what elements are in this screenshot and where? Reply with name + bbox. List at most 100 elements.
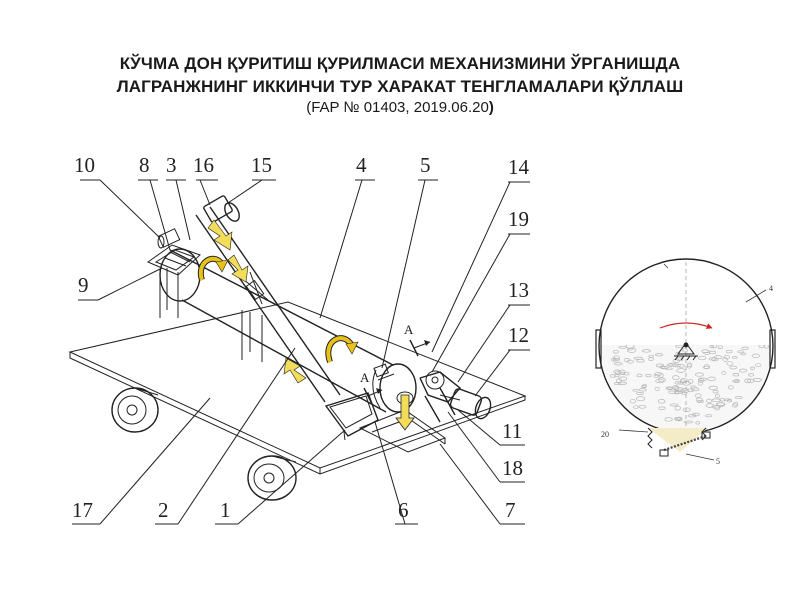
grain-particle <box>674 389 679 395</box>
grain-particle <box>659 365 666 369</box>
grain-particle <box>714 393 720 399</box>
grain-particle <box>681 348 689 353</box>
flow-arrow-icon <box>207 219 307 384</box>
title-line-2: ЛАГРАНЖНИНГ ИККИНЧИ ТУР ХАРАКАТ ТЕНГЛАМА… <box>116 77 684 96</box>
grain-particle <box>750 366 756 370</box>
grain-particle <box>732 373 740 377</box>
callout-10: 10 <box>74 153 95 177</box>
grain-particle <box>752 378 762 382</box>
grain-particle <box>733 401 739 407</box>
callout-17: 17 <box>72 498 93 522</box>
patent-paren-open: ( <box>306 99 312 116</box>
grain-particle <box>676 368 686 373</box>
grain-particle <box>737 350 745 354</box>
callout-11: 11 <box>502 419 522 443</box>
title-line-1: КЎЧМА ДОН ҚУРИТИШ ҚУРИЛМАСИ МЕХАНИЗМИНИ … <box>119 54 681 73</box>
grain-particle <box>701 349 710 354</box>
grain-particle <box>732 356 738 359</box>
callout-numbers: 10 8 3 16 15 4 5 14 19 9 13 12 11 18 17 … <box>72 153 530 522</box>
grain-particle <box>721 370 727 375</box>
spring-icon <box>647 427 653 449</box>
patent-text: FAP № 01403, 2019.06.20 <box>311 99 489 116</box>
grain-particle <box>755 363 762 368</box>
wheel-front <box>247 455 297 501</box>
grain-particle <box>654 372 662 377</box>
grain-particle <box>744 378 752 384</box>
grain-particle <box>706 398 712 404</box>
grain-particle <box>655 378 665 384</box>
grain-particle <box>665 386 674 390</box>
grain-particle <box>677 389 686 393</box>
grain-particle <box>613 362 623 366</box>
grain-particle <box>708 385 718 391</box>
grain-particle <box>690 385 697 389</box>
grain-particle <box>711 404 721 409</box>
callout-8: 8 <box>139 153 150 177</box>
callout-9: 9 <box>78 273 89 297</box>
grain-particle <box>723 398 732 402</box>
intake-hopper <box>146 244 201 276</box>
inclined-elevator <box>195 206 341 403</box>
grain-particle <box>703 351 711 355</box>
patent-paren-close: ) <box>488 99 494 116</box>
grain-particle <box>692 412 700 417</box>
grain-particle <box>666 363 674 367</box>
grain-particle <box>748 373 755 377</box>
callout-3: 3 <box>166 153 177 177</box>
grain-particle <box>717 345 724 349</box>
callout-15: 15 <box>251 153 272 177</box>
grain-particle <box>751 353 760 358</box>
section-label-spring: 20 <box>601 430 609 439</box>
grain-particle <box>729 365 738 370</box>
grain-particle <box>615 370 622 375</box>
grain-particle <box>686 362 693 368</box>
grain-particle <box>632 388 639 392</box>
grain-particle <box>641 385 647 389</box>
drive-motor <box>439 388 492 420</box>
grain-particle <box>642 349 651 353</box>
grain-particle <box>614 382 621 386</box>
grain-particle <box>657 377 666 383</box>
callout-6: 6 <box>398 498 409 522</box>
curved-arrow-icon <box>325 335 359 364</box>
grain-particle <box>612 358 620 362</box>
grain-particle <box>707 376 716 382</box>
grain-particle <box>669 403 679 407</box>
loading-hopper <box>324 392 379 441</box>
discharge-chute <box>373 363 395 381</box>
grain-particle <box>727 385 734 390</box>
section-label-pin: 5 <box>716 457 720 466</box>
grain-particle <box>674 387 684 392</box>
push-arrow-icon <box>395 394 415 431</box>
grain-particle <box>611 357 617 362</box>
grain-particle <box>645 374 652 378</box>
grain-particle <box>703 365 711 369</box>
grain-particle <box>694 393 702 398</box>
support-legs <box>159 268 263 362</box>
grain-particle <box>633 356 644 360</box>
grain-particle <box>660 366 669 370</box>
patent-reference: (FAP № 01403, 2019.06.20) <box>0 98 800 118</box>
grain-particle <box>694 372 704 377</box>
callout-1: 1 <box>220 498 231 522</box>
title-block: КЎЧМА ДОН ҚУРИТИШ ҚУРИЛМАСИ МЕХАНИЗМИНИ … <box>0 52 800 118</box>
grain-particle <box>633 405 639 410</box>
grain-particle <box>695 397 703 403</box>
grain-particle <box>636 396 646 402</box>
grain-particle <box>609 374 616 378</box>
grain-particle <box>705 414 713 418</box>
grain-particle <box>712 390 719 394</box>
grain-particle <box>763 345 770 349</box>
grain-particle <box>668 362 677 368</box>
grain-particle <box>681 381 691 386</box>
elevator-head-motor <box>203 195 240 223</box>
callout-13: 13 <box>508 278 529 302</box>
grain-particle <box>695 420 701 425</box>
grain-particle <box>711 398 722 403</box>
grain-particle <box>677 381 685 385</box>
grain-particle <box>683 420 694 424</box>
grain-particle <box>657 399 666 404</box>
section-letter-lower: A <box>360 370 370 385</box>
rotation-arrow-icon <box>659 322 713 329</box>
